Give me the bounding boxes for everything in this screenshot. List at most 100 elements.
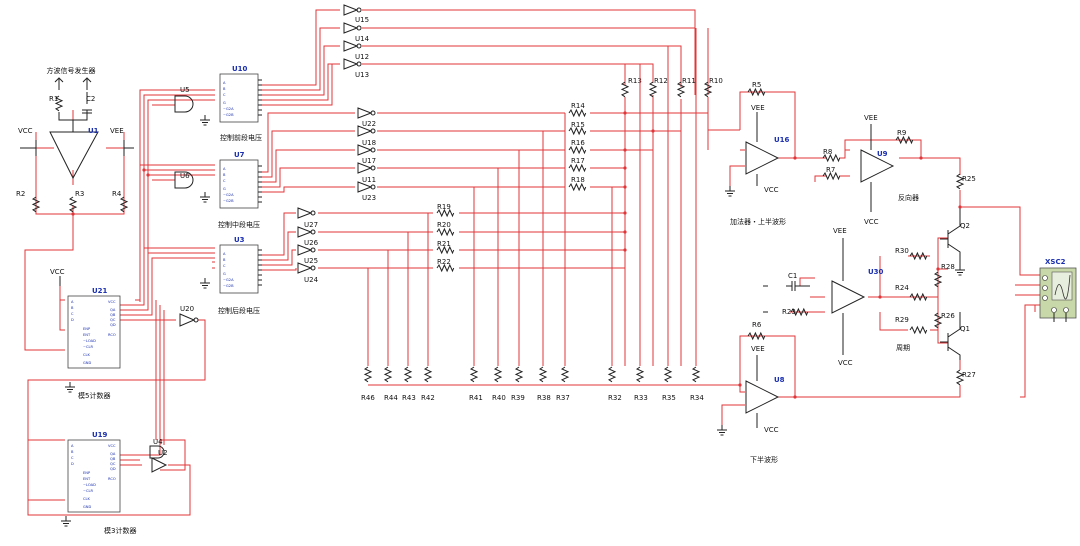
svg-text:R6: R6 [752,321,762,329]
svg-text:R8: R8 [823,148,832,156]
svg-text:VEE: VEE [751,345,765,353]
svg-text:VCC: VCC [764,426,779,434]
counter-u21: U21 VCC A B C D ENP ENT ~LOAD ~CLR CLK G… [50,268,121,400]
svg-text:U26: U26 [304,239,319,247]
svg-text:R3: R3 [75,190,84,198]
svg-text:QB: QB [110,457,116,461]
svg-text:U4: U4 [153,438,163,446]
svg-text:~G2B: ~G2B [223,284,234,288]
adder-opamp-u16: VEE VCC U16 R5 加法器・上半波形 [724,81,790,226]
svg-text:U16: U16 [774,136,790,144]
svg-text:U14: U14 [355,35,370,43]
svg-text:R12: R12 [654,77,668,85]
svg-text:G: G [223,101,226,105]
svg-text:QA: QA [110,308,116,312]
svg-text:~LOAD: ~LOAD [83,339,96,343]
svg-text:R11: R11 [682,77,696,85]
svg-text:C1: C1 [788,272,797,280]
mux-output-pins [258,79,262,286]
svg-text:R19: R19 [437,203,451,211]
inverter-gates: U15 U14 U12 U13 U22 U18 U17 U11 U23 U27 … [297,4,376,284]
svg-text:R37: R37 [556,394,570,402]
svg-text:U6: U6 [180,172,190,180]
svg-text:VEE: VEE [864,114,878,122]
svg-text:C: C [71,312,74,316]
svg-text:R29: R29 [895,316,909,324]
resistor-bank: R13 R12 R11 R10 R14 R15 R16 R17 R18 R19 … [361,77,723,402]
lower-opamp-u8: VEE VCC U8 R6 下半波形 [716,321,785,464]
square-wave-generator: 方波信号发生器 R1 C2 U1 VCC VEE R2 R3 R4 [16,66,134,213]
svg-text:CLK: CLK [83,353,91,357]
svg-text:GND: GND [83,361,91,365]
junction-dots [71,111,962,399]
svg-text:VCC: VCC [108,300,116,304]
svg-text:R25: R25 [962,175,976,183]
svg-text:模3计数器: 模3计数器 [104,526,136,535]
svg-text:R38: R38 [537,394,551,402]
svg-text:U27: U27 [304,221,318,229]
svg-text:R26: R26 [941,312,955,320]
svg-text:U3: U3 [234,236,245,244]
svg-text:B: B [223,87,226,91]
svg-text:B: B [223,258,226,262]
svg-text:控制后段电压: 控制后段电压 [218,306,260,315]
svg-text:R43: R43 [402,394,416,402]
svg-text:R28: R28 [941,263,955,271]
svg-text:C: C [223,93,226,97]
svg-text:RCO: RCO [108,333,116,337]
svg-text:U17: U17 [362,157,376,165]
svg-text:U20: U20 [180,305,194,313]
svg-text:R41: R41 [469,394,483,402]
svg-text:G: G [223,272,226,276]
svg-text:R13: R13 [628,77,642,85]
svg-text:A: A [71,444,74,448]
svg-text:R32: R32 [608,394,622,402]
svg-text:U15: U15 [355,16,369,24]
svg-text:VCC: VCC [864,218,879,226]
svg-text:~G2B: ~G2B [223,199,234,203]
svg-text:C: C [223,179,226,183]
svg-text:U24: U24 [304,276,319,284]
svg-text:GND: GND [83,505,91,509]
svg-text:B: B [71,450,74,454]
svg-text:U11: U11 [362,176,376,184]
svg-text:U1: U1 [88,127,99,135]
period-opamp-u30: VEE VCC U30 C1 R23 R30 R24 R29 周期 [763,227,928,367]
svg-text:U23: U23 [362,194,376,202]
mux-u10: U10 A B C G ~G2A ~G2B 控制前段电压 [219,65,262,142]
svg-text:VCC: VCC [108,444,116,448]
svg-text:R2: R2 [16,190,25,198]
svg-text:XSC2: XSC2 [1045,258,1066,266]
svg-text:R21: R21 [437,240,451,248]
svg-text:~G2A: ~G2A [223,107,234,111]
svg-text:加法器・上半波形: 加法器・上半波形 [730,217,786,226]
svg-text:C2: C2 [86,95,95,103]
svg-text:R22: R22 [437,258,451,266]
svg-text:控制前段电压: 控制前段电压 [220,133,262,142]
mux-u7: U7 A B C G ~G2A ~G2B 控制中段电压 [218,151,260,229]
svg-text:R7: R7 [826,166,835,174]
wire-network [24,9,1045,516]
svg-text:G: G [223,187,226,191]
svg-text:U12: U12 [355,53,369,61]
svg-text:C: C [71,456,74,460]
svg-text:QD: QD [110,323,116,327]
svg-text:Q2: Q2 [960,222,970,230]
svg-text:~G2B: ~G2B [223,113,234,117]
svg-text:U25: U25 [304,257,318,265]
svg-text:U7: U7 [234,151,245,159]
svg-text:QD: QD [110,467,116,471]
svg-text:R27: R27 [962,371,976,379]
svg-text:VCC: VCC [764,186,779,194]
svg-text:R44: R44 [384,394,398,402]
svg-text:D: D [71,462,74,466]
svg-text:~LOAD: ~LOAD [83,483,96,487]
gate-u4: U4 [149,438,165,459]
svg-text:U9: U9 [877,150,888,158]
svg-text:控制中段电压: 控制中段电压 [218,220,260,229]
svg-text:~CLR: ~CLR [83,489,94,493]
svg-text:R14: R14 [571,102,585,110]
svg-text:R5: R5 [752,81,761,89]
svg-text:R39: R39 [511,394,525,402]
